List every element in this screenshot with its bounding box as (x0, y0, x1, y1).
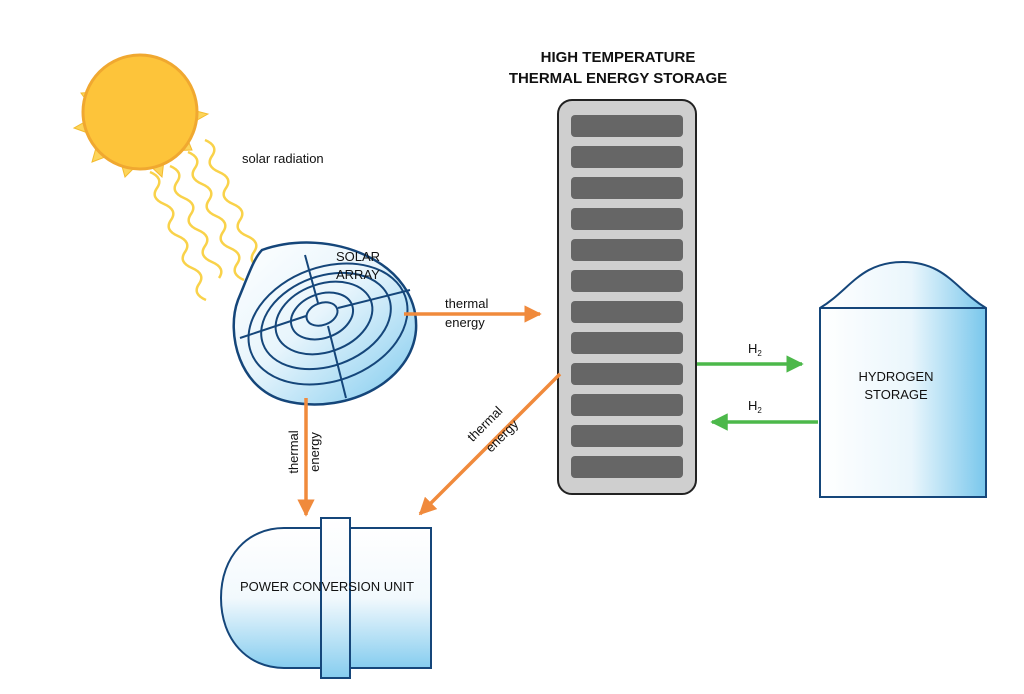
h2-in-label: H2 (748, 398, 762, 415)
thermal-down-label-line2: energy (307, 432, 322, 472)
thermal-right-label-line1: thermal (445, 296, 488, 311)
solar-array-dish (232, 241, 418, 406)
storage-block (571, 332, 683, 354)
storage-block (571, 456, 683, 478)
storage-block (571, 177, 683, 199)
hydrogen-storage-label-line2: STORAGE (864, 387, 928, 402)
storage-title-line1: HIGH TEMPERATURE (541, 49, 696, 66)
hydrogen-storage-label-line1: HYDROGEN (858, 369, 933, 384)
power-conversion-unit (219, 517, 432, 679)
hydrogen-storage-tank (819, 260, 987, 498)
storage-block (571, 394, 683, 416)
storage-block (571, 115, 683, 137)
storage-block (571, 208, 683, 230)
thermal-right-label-line2: energy (445, 315, 485, 330)
h2-out-label: H2 (748, 341, 762, 358)
solar-radiation-label: solar radiation (242, 151, 324, 166)
storage-block (571, 363, 683, 385)
storage-block (571, 146, 683, 168)
storage-block (571, 425, 683, 447)
storage-title-line2: THERMAL ENERGY STORAGE (509, 70, 727, 87)
thermal-arrow-storage-to-pcu (418, 372, 562, 516)
solar-radiation-waves (149, 138, 262, 302)
thermal-down-label-line1: thermal (286, 430, 301, 473)
storage-block (571, 301, 683, 323)
solar-array-label-line1: SOLAR (336, 249, 380, 264)
solar-array-label-line2: ARRAY (336, 267, 380, 282)
thermal-storage-unit (557, 99, 697, 495)
storage-block (571, 239, 683, 261)
storage-block (571, 270, 683, 292)
sun-disc (81, 53, 199, 171)
sun-icon (72, 53, 210, 179)
power-conversion-unit-label: POWER CONVERSION UNIT (240, 579, 414, 594)
